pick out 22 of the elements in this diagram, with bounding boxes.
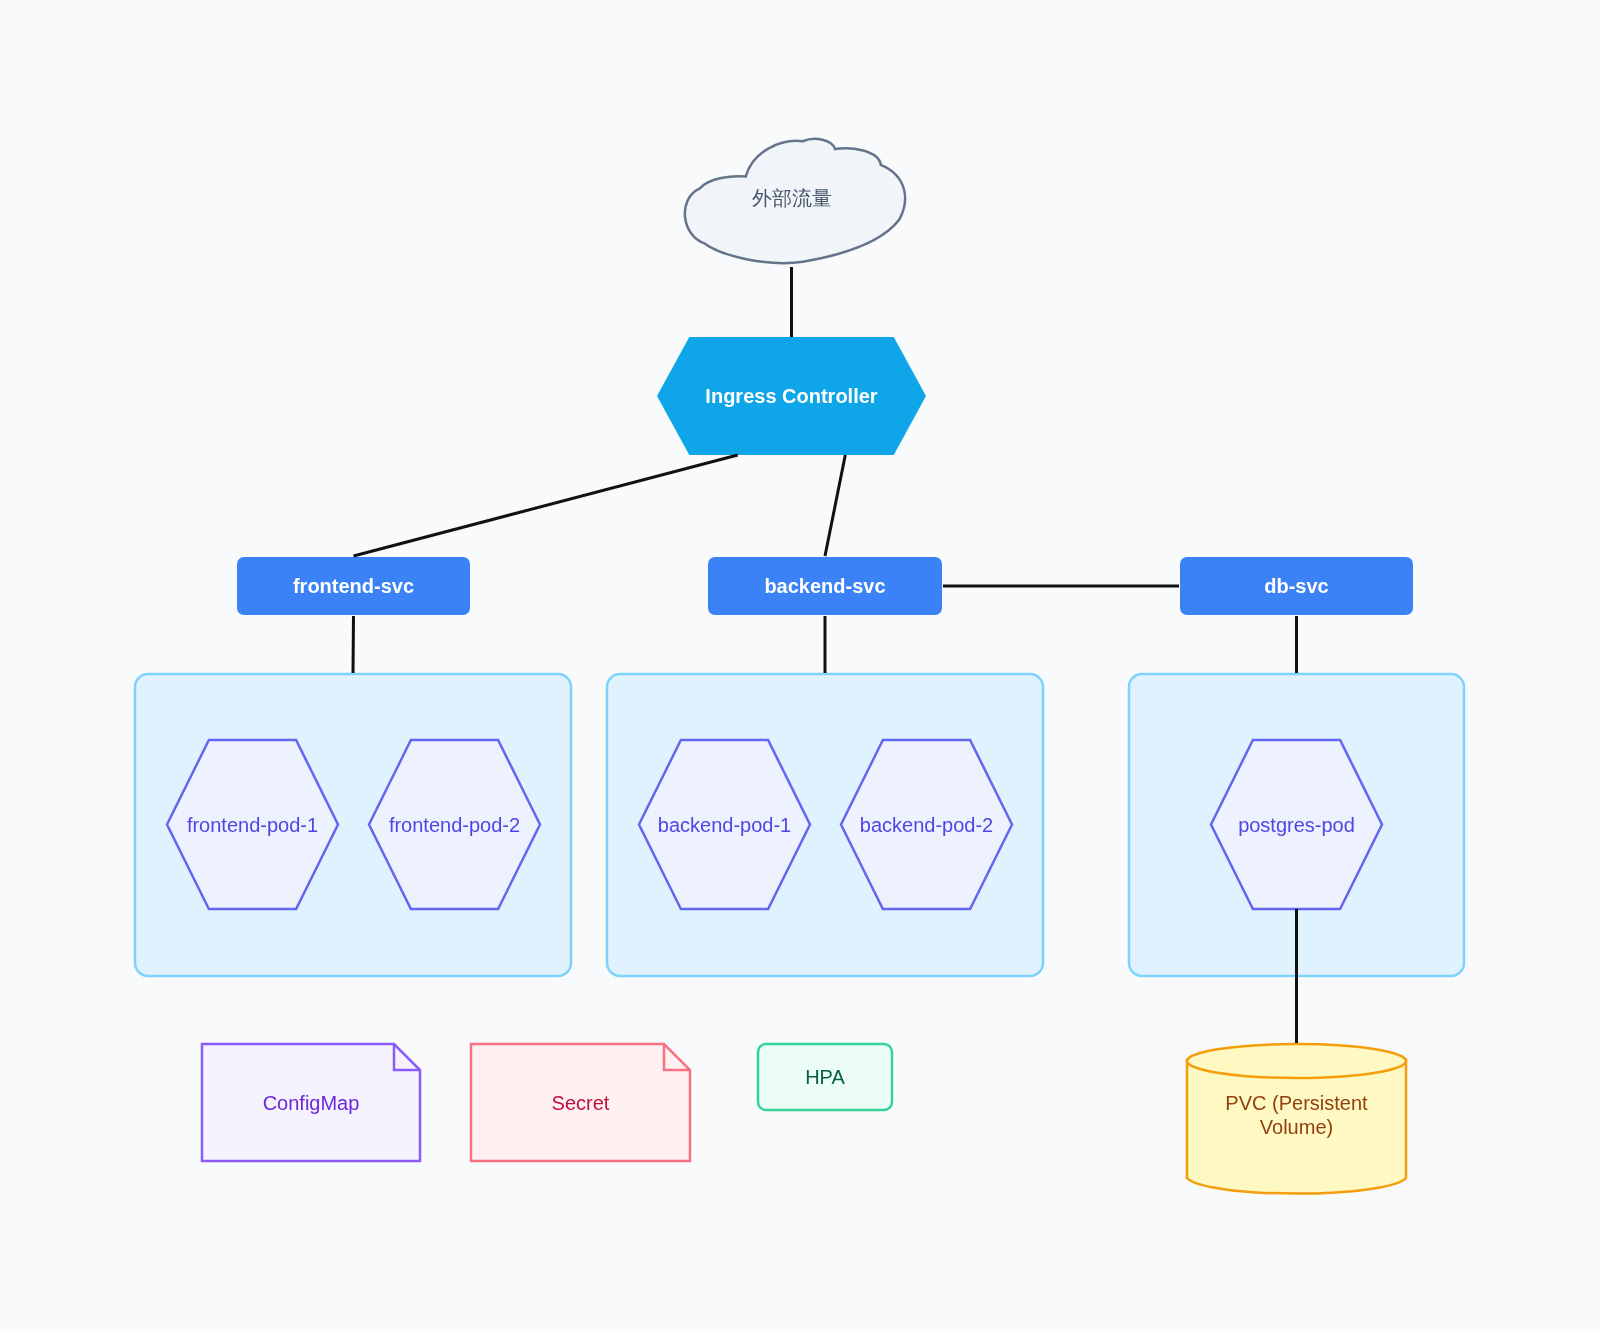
pod-label: frontend-pod-1	[185, 812, 320, 837]
connector-line	[1295, 616, 1298, 673]
pod-label: backend-pod-1	[656, 812, 793, 837]
cloud-label: 外部流量	[750, 185, 833, 210]
service-label: frontend-svc	[291, 574, 416, 598]
pod-label: frontend-pod-2	[387, 812, 522, 837]
connector-line	[823, 454, 847, 557]
service-label: backend-svc	[763, 574, 887, 598]
hpa-label: HPA	[804, 1065, 846, 1089]
service-label: db-svc	[1263, 574, 1330, 598]
connector-line	[353, 453, 739, 558]
document-label: Secret	[550, 1090, 611, 1115]
connector-line	[351, 616, 355, 673]
connector-line	[943, 584, 1179, 588]
connector-line	[790, 267, 793, 337]
connector-line	[1295, 909, 1298, 1043]
pod-label: postgres-pod	[1237, 812, 1356, 837]
connector-line	[823, 616, 827, 673]
document-label: ConfigMap	[261, 1090, 361, 1115]
storage-label: PVC (Persistent Volume)	[1224, 1091, 1369, 1139]
ingress-label: Ingress Controller	[704, 384, 879, 408]
pod-label: backend-pod-2	[858, 812, 995, 837]
